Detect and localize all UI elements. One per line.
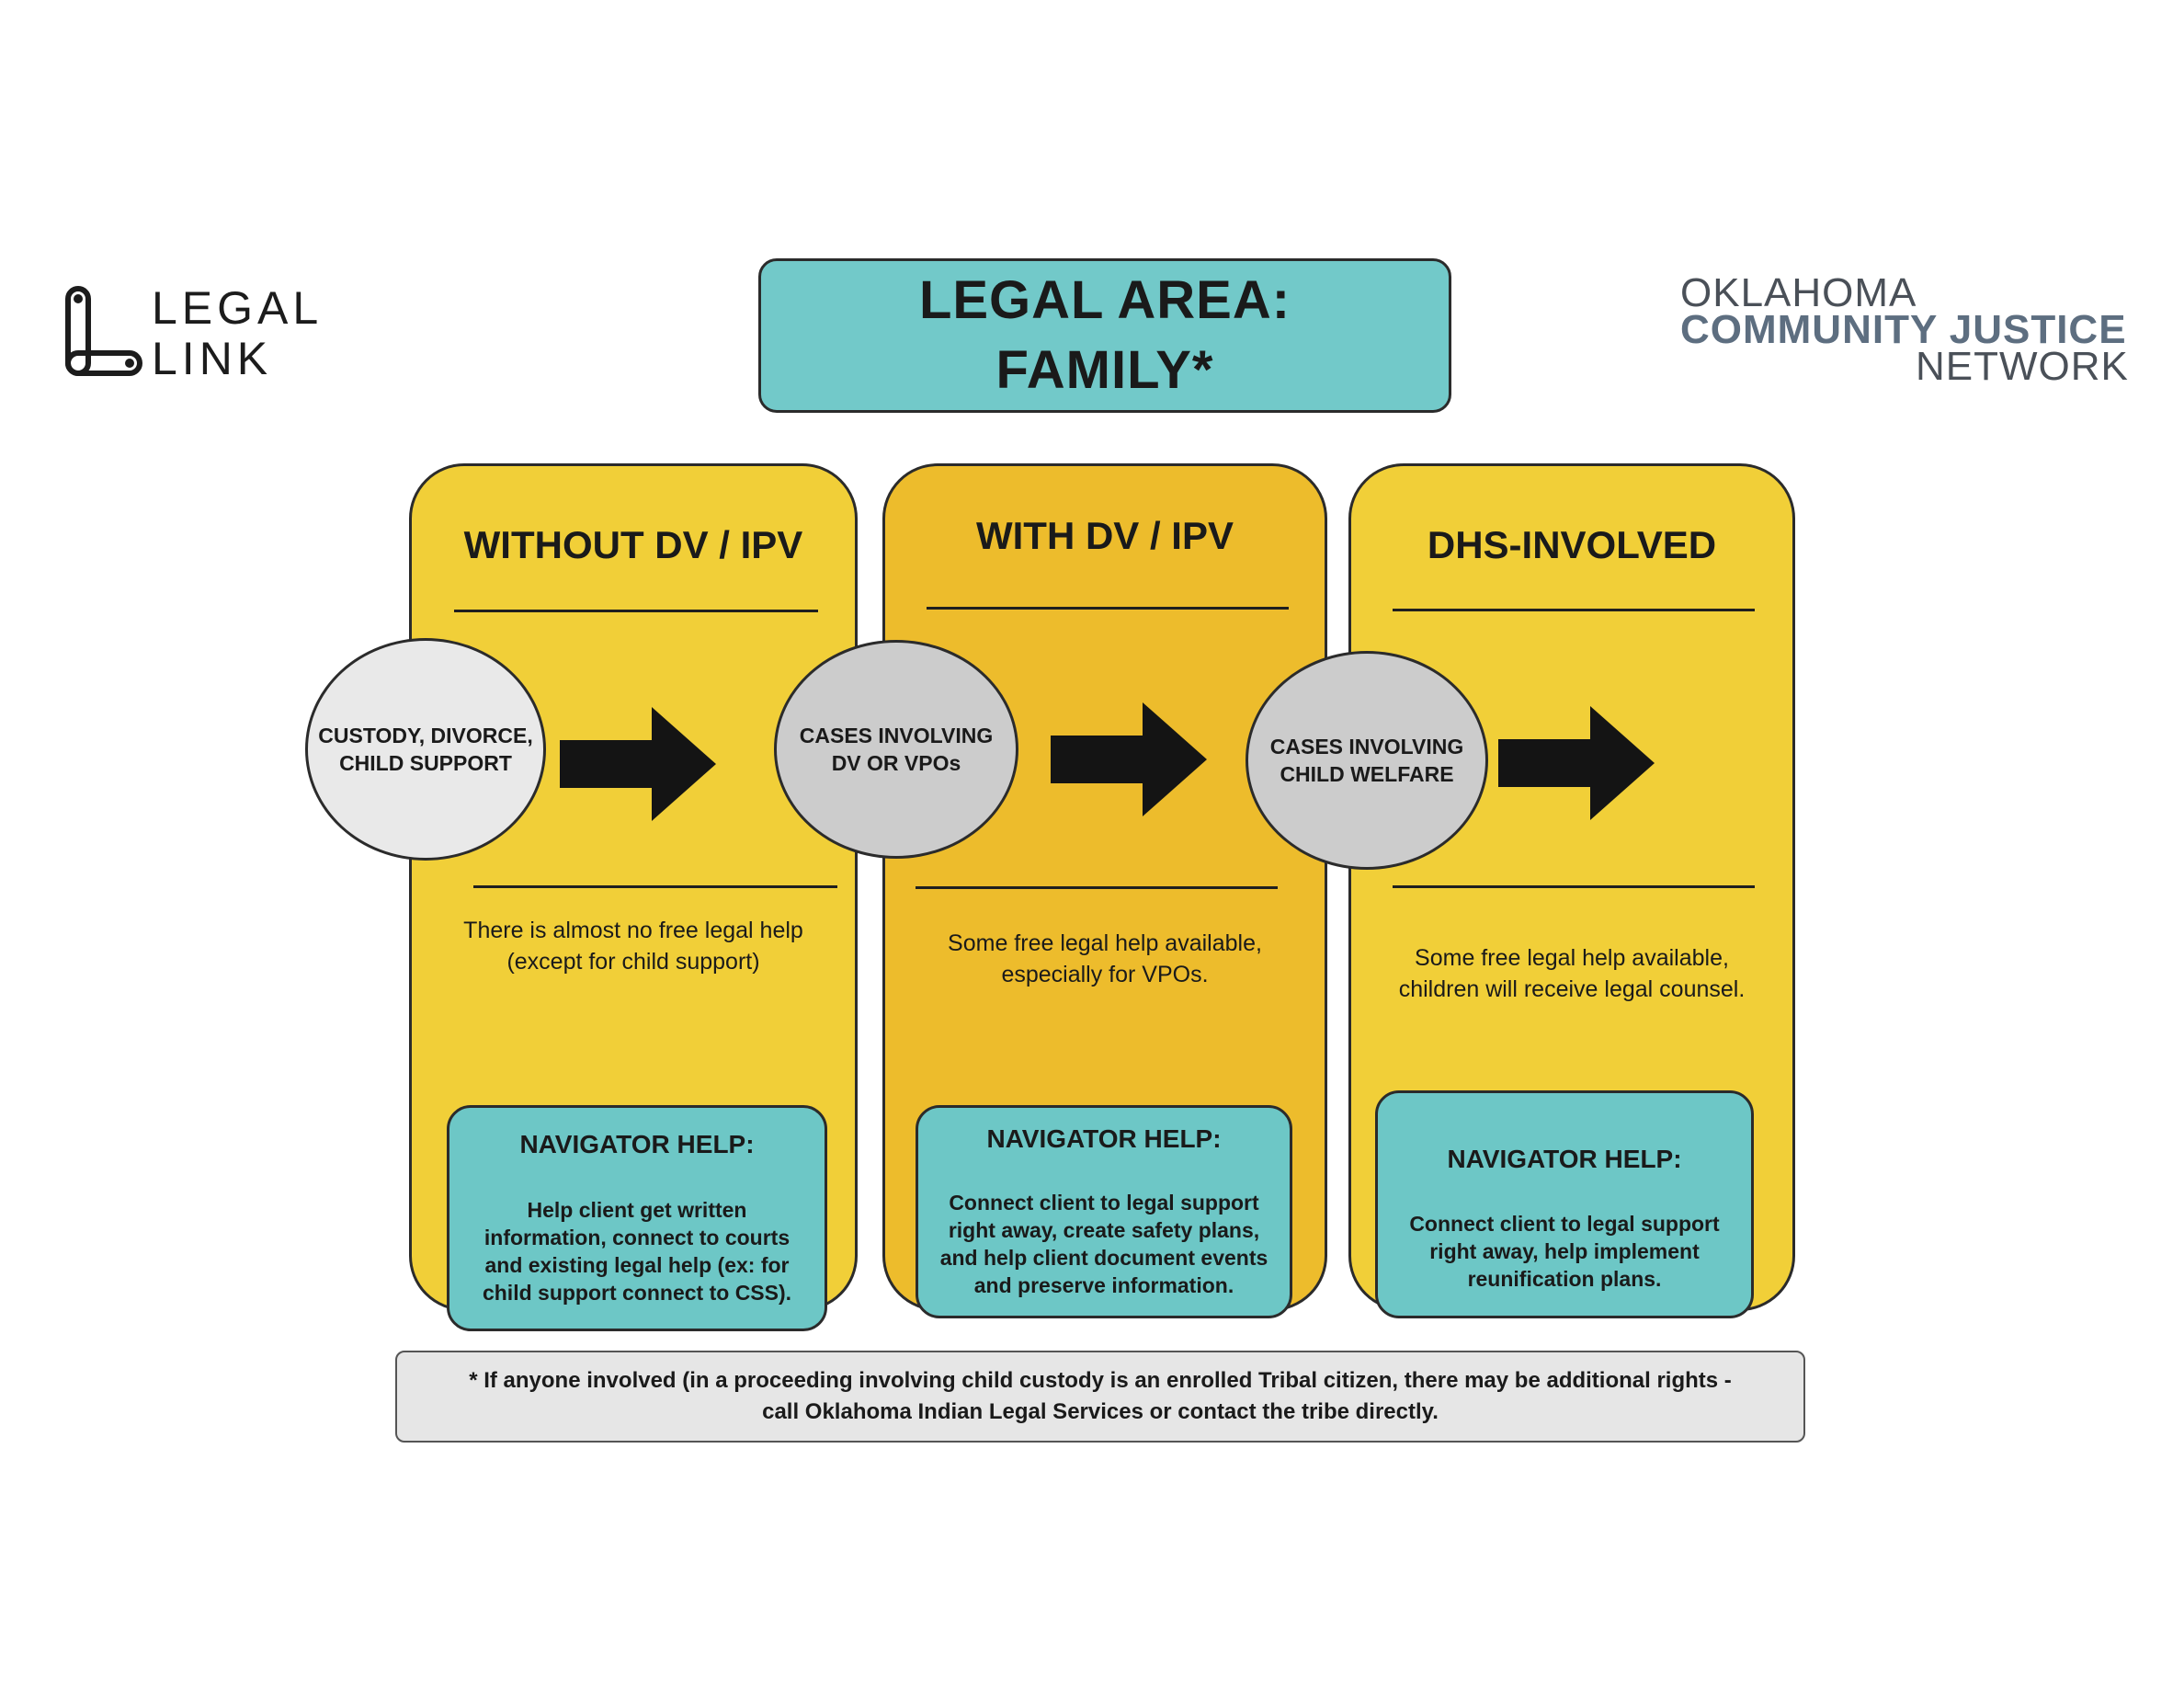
navigator-help-line: right away, create safety plans, — [948, 1218, 1260, 1242]
column-description: Some free legal help available, especial… — [885, 928, 1325, 990]
ocjn-logo-line1: OKLAHOMA — [1680, 270, 1917, 315]
navigator-help-line: Help client get written — [527, 1198, 747, 1222]
right-arrow-icon — [560, 707, 716, 821]
description-line: There is almost no free legal help — [463, 918, 803, 943]
footnote: * If anyone involved (in a proceeding in… — [395, 1351, 1805, 1443]
column-heading: WITH DV / IPV — [975, 514, 1234, 557]
navigator-help-line: Connect client to legal support — [1409, 1212, 1720, 1236]
circle-label-line: CHILD SUPPORT — [339, 751, 512, 775]
column-description: Some free legal help available, children… — [1351, 942, 1792, 1005]
circle-label-line: CUSTODY, DIVORCE, — [318, 724, 533, 747]
description-line: (except for child support) — [506, 949, 760, 975]
divider — [927, 607, 1289, 610]
case-type-circle: CASES INVOLVING CHILD WELFARE — [1246, 651, 1488, 870]
column-description: There is almost no free legal help (exce… — [412, 915, 855, 977]
circle-label-line: CASES INVOLVING — [1269, 735, 1464, 758]
navigator-help-line: and existing legal help (ex: for — [484, 1253, 790, 1277]
right-arrow-icon — [1051, 702, 1207, 816]
divider — [916, 886, 1278, 889]
navigator-help-line: information, connect to courts — [483, 1226, 791, 1249]
ocjn-logo-line3: NETWORK — [1916, 344, 2129, 389]
description-line: Some free legal help available, — [948, 930, 1262, 956]
navigator-help-body: Connect client to legal support right aw… — [918, 1189, 1290, 1299]
ocjn-logo: OKLAHOMA COMMUNITY JUSTICE NETWORK — [1680, 273, 2158, 388]
page-title: LEGAL AREA: FAMILY* — [758, 258, 1451, 413]
navigator-help-line: right away, help implement — [1429, 1239, 1700, 1263]
circle-label-line: CASES INVOLVING — [799, 724, 994, 747]
navigator-help-line: and help client document events — [939, 1246, 1268, 1270]
case-type-circle: CASES INVOLVING DV OR VPOs — [774, 640, 1018, 859]
navigator-help-box: NAVIGATOR HELP: Connect client to legal … — [916, 1105, 1292, 1318]
description-line: Some free legal help available, — [1415, 945, 1729, 971]
navigator-help-title: NAVIGATOR HELP: — [986, 1124, 1222, 1153]
navigator-help-box: NAVIGATOR HELP: Help client get written … — [447, 1105, 827, 1331]
ocjn-logo-line2: COMMUNITY JUSTICE — [1680, 307, 2127, 352]
divider — [473, 885, 837, 888]
navigator-help-line: child support connect to CSS). — [482, 1281, 792, 1305]
case-type-circle: CUSTODY, DIVORCE, CHILD SUPPORT — [305, 638, 546, 861]
footnote-line: * If anyone involved (in a proceeding in… — [469, 1368, 1732, 1393]
title-line2: FAMILY* — [995, 340, 1214, 400]
navigator-help-body: Connect client to legal support right aw… — [1378, 1210, 1751, 1293]
legal-link-mark-icon — [65, 286, 142, 376]
navigator-help-box: NAVIGATOR HELP: Connect client to legal … — [1375, 1090, 1754, 1318]
legal-link-word-legal: LEGAL — [152, 282, 324, 334]
circle-label-line: DV OR VPOs — [831, 751, 961, 775]
navigator-help-title: NAVIGATOR HELP: — [1447, 1145, 1682, 1173]
right-arrow-icon — [1498, 706, 1655, 820]
navigator-help-line: Connect client to legal support — [949, 1191, 1259, 1215]
navigator-help-line: and preserve information. — [973, 1273, 1234, 1297]
legal-link-word-link: LINK — [152, 333, 273, 384]
navigator-help-body: Help client get written information, con… — [449, 1196, 825, 1306]
description-line: especially for VPOs. — [1001, 962, 1209, 987]
divider — [454, 610, 818, 612]
footnote-line: call Oklahoma Indian Legal Services or c… — [762, 1399, 1439, 1424]
divider — [1393, 609, 1755, 611]
column-heading: DHS-INVOLVED — [1427, 523, 1717, 566]
column-heading: WITHOUT DV / IPV — [463, 523, 803, 566]
legal-link-logo: LEGAL LINK — [64, 280, 318, 384]
divider — [1393, 885, 1755, 888]
title-line1: LEGAL AREA: — [918, 270, 1291, 330]
navigator-help-line: reunification plans. — [1467, 1267, 1662, 1291]
description-line: children will receive legal counsel. — [1398, 976, 1746, 1002]
circle-label-line: CHILD WELFARE — [1280, 762, 1454, 786]
navigator-help-title: NAVIGATOR HELP: — [519, 1130, 755, 1158]
